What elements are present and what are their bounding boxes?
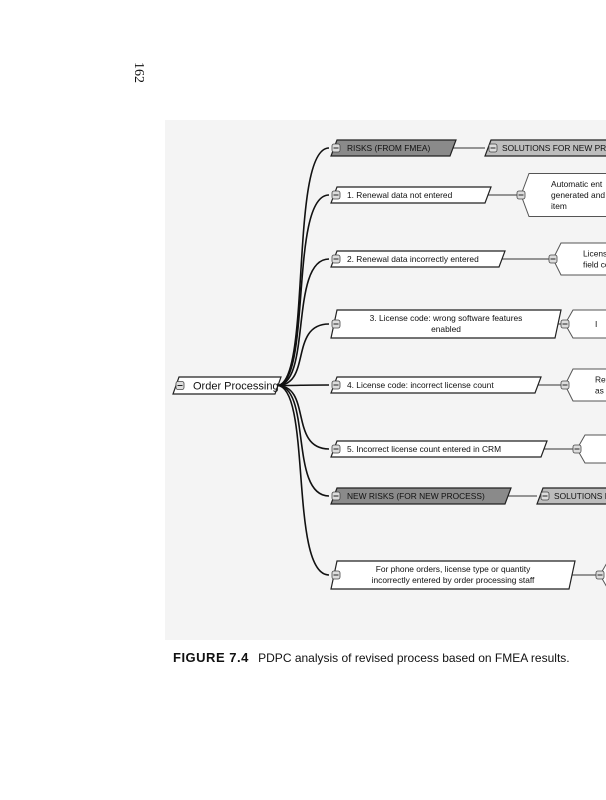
risk-label: enabled xyxy=(431,324,461,334)
collapse-icon xyxy=(331,319,341,329)
collapse-icon xyxy=(595,570,605,580)
collapse-icon xyxy=(572,444,582,454)
solution-label: item xyxy=(551,201,567,211)
pdpc-diagram-svg: Order Processing RISKS (FROM FMEA) SOLUTIO… xyxy=(172,139,606,590)
risk-label: 3. License code: wrong software features xyxy=(370,313,523,323)
solution-header-label: SOLUTIONS FOR NEW PRO xyxy=(502,143,606,153)
solution-label: I xyxy=(595,319,597,329)
risk-node xyxy=(330,560,576,590)
risk-label: For phone orders, license type or quanti… xyxy=(376,564,531,574)
collapse-icon xyxy=(331,380,341,390)
risk-label: incorrectly entered by order processing … xyxy=(372,575,535,585)
collapse-icon xyxy=(560,380,570,390)
collapse-icon xyxy=(560,319,570,329)
solution-label: License c xyxy=(583,249,606,259)
branch-connector xyxy=(276,384,330,497)
collapse-icon xyxy=(331,190,341,200)
solution-label: as in xyxy=(595,386,606,396)
branch-connector xyxy=(276,384,330,450)
figure-caption-text: PDPC analysis of revised process based o… xyxy=(258,651,570,665)
solution-header-node xyxy=(484,139,606,157)
solution-node xyxy=(564,309,606,339)
branch-connector xyxy=(276,384,330,387)
risk-header-label: RISKS (FROM FMEA) xyxy=(347,143,430,153)
collapse-icon xyxy=(331,570,341,580)
figure-label: FIGURE 7.4 xyxy=(173,650,249,665)
collapse-icon xyxy=(488,143,498,153)
risk-header-label: NEW RISKS (FOR NEW PROCESS) xyxy=(347,491,485,501)
root-node-label: Order Processing xyxy=(193,381,279,393)
collapse-icon xyxy=(331,491,341,501)
branch-connector xyxy=(276,147,330,387)
branch-connector xyxy=(276,258,330,387)
solution-header-label: SOLUTIONS F xyxy=(554,491,606,501)
collapse-icon xyxy=(516,190,526,200)
collapse-icon xyxy=(548,254,558,264)
page-number: 162 xyxy=(131,62,146,83)
solution-label: generated and w xyxy=(551,190,606,200)
branch-connector xyxy=(276,323,330,387)
branch-connector xyxy=(276,384,330,576)
collapse-icon xyxy=(331,254,341,264)
solution-label: Retri xyxy=(595,375,606,385)
collapse-icon xyxy=(175,381,185,390)
solution-header-node xyxy=(536,487,606,505)
pdpc-diagram: Order Processing RISKS (FROM FMEA) SOLUTIO… xyxy=(165,120,606,640)
solution-label: Automatic ent xyxy=(551,179,603,189)
risk-label: 5. Incorrect license count entered in CR… xyxy=(347,444,501,454)
collapse-icon xyxy=(540,491,550,501)
figure-caption: FIGURE 7.4 PDPC analysis of revised proc… xyxy=(173,650,570,665)
branch-connector xyxy=(276,194,330,387)
collapse-icon xyxy=(331,444,341,454)
risk-label: 2. Renewal data incorrectly entered xyxy=(347,254,479,264)
risk-label: 1. Renewal data not entered xyxy=(347,190,453,200)
collapse-icon xyxy=(331,143,341,153)
risk-label: 4. License code: incorrect license count xyxy=(347,380,494,390)
root-node xyxy=(172,376,282,395)
risk-node xyxy=(330,309,562,339)
solution-label: field co xyxy=(583,260,606,270)
